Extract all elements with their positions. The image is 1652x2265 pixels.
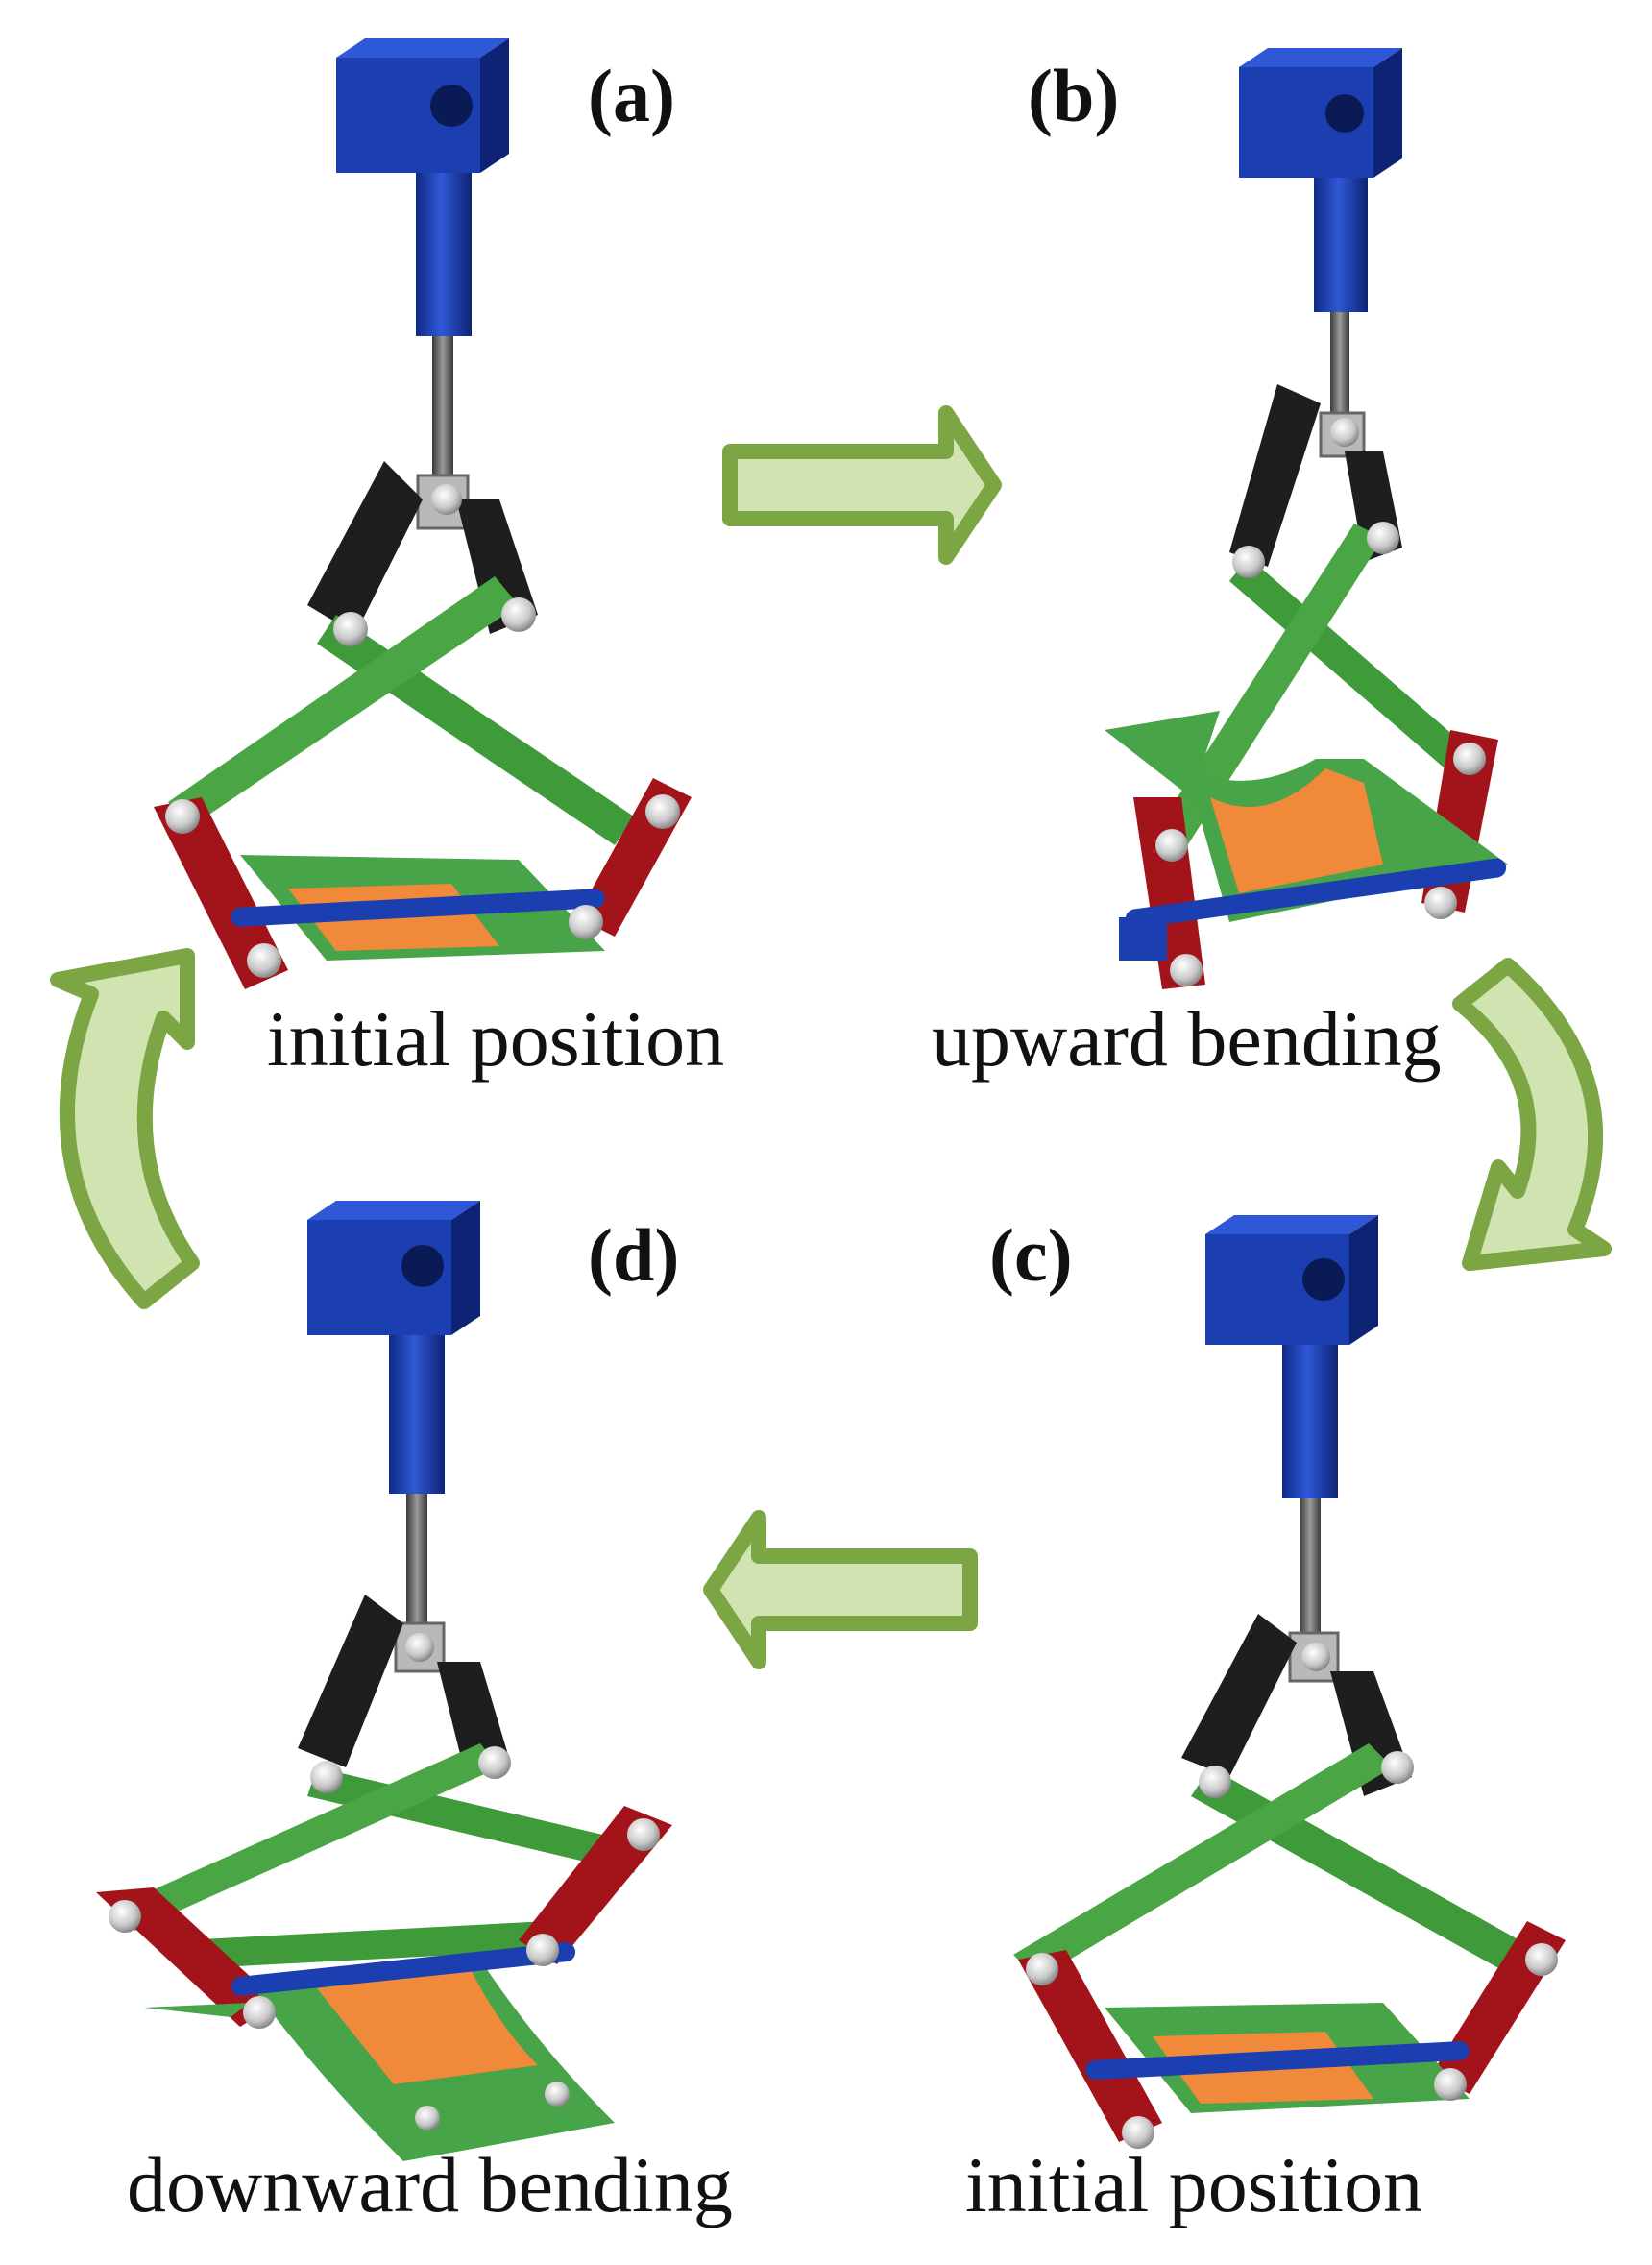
caption-d: downward bending bbox=[127, 2141, 733, 2228]
mechanism-c-initial bbox=[1013, 1215, 1566, 2149]
arrow-curved-d-to-a bbox=[50, 948, 200, 1309]
mechanism-d-downward-bending bbox=[96, 1201, 672, 2161]
caption-a: initial position bbox=[267, 995, 725, 1083]
caption-b: upward bending bbox=[932, 995, 1442, 1083]
mount-c bbox=[1205, 1215, 1378, 1683]
panel-label-d: (d) bbox=[588, 1213, 680, 1297]
mount-a bbox=[336, 38, 509, 530]
pins-c bbox=[1026, 1643, 1558, 2149]
mechanism-a-initial bbox=[154, 38, 692, 989]
pins-d bbox=[109, 1633, 660, 2131]
green-links-a bbox=[168, 576, 634, 845]
plate-a bbox=[231, 855, 605, 961]
green-links-b bbox=[1105, 524, 1470, 855]
caption-c: initial position bbox=[965, 2141, 1423, 2228]
pins-a bbox=[165, 484, 680, 978]
plate-b bbox=[1119, 759, 1508, 961]
green-links-d bbox=[115, 1743, 644, 1969]
arrow-curved-b-to-c bbox=[1452, 958, 1612, 1271]
mechanism-b-upward-bending bbox=[1105, 48, 1508, 989]
panel-label-c: (c) bbox=[989, 1213, 1073, 1297]
mount-d bbox=[307, 1201, 480, 1673]
plate-c bbox=[1085, 2003, 1470, 2113]
panel-label-b: (b) bbox=[1028, 54, 1120, 137]
pins-b bbox=[1155, 418, 1486, 986]
green-links-c bbox=[1013, 1743, 1537, 1979]
plate-d bbox=[144, 1942, 615, 2161]
mount-b bbox=[1239, 48, 1402, 458]
panel-label-a: (a) bbox=[588, 54, 675, 137]
arrow-right-a-to-b bbox=[722, 405, 1002, 565]
arrow-left-c-to-d bbox=[703, 1510, 978, 1669]
